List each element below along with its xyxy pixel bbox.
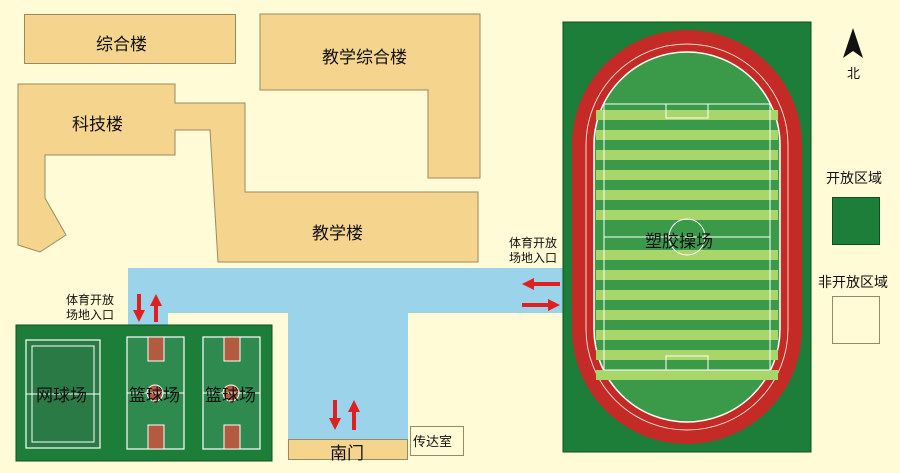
- closed-legend-label: 非开放区域: [818, 275, 888, 291]
- jiaoxue-zonghe-building: [259, 13, 481, 179]
- open-legend-swatch: [832, 197, 880, 245]
- west-entrance-label: 体育开放场地入口: [65, 293, 114, 322]
- keji-jiaoxue-building: [17, 83, 479, 263]
- track-label: 塑胶操场: [645, 232, 713, 252]
- chuanda-label: 传达室: [413, 435, 453, 450]
- north-label: 北: [847, 67, 861, 82]
- basketball-2-label: 篮球场: [205, 386, 256, 406]
- closed-legend-swatch: [832, 296, 880, 344]
- chuanda-box: [410, 426, 464, 456]
- basketball-1-label: 篮球场: [129, 386, 180, 406]
- jiaoxue-label: 教学楼: [312, 224, 363, 244]
- keji-label: 科技楼: [72, 115, 123, 135]
- arrow-icon: [133, 278, 560, 430]
- zonghe-building: [24, 14, 236, 64]
- jiaoxue-zonghe-label: 教学综合楼: [322, 48, 407, 68]
- east-entrance-label: 体育开放场地入口: [508, 236, 557, 265]
- south-gate-box: [288, 439, 408, 460]
- road-horizontal: [128, 268, 566, 313]
- south-gate-label: 南门: [330, 444, 364, 464]
- tennis-label: 网球场: [36, 386, 87, 406]
- open-legend-label: 开放区域: [826, 171, 882, 187]
- road-west-stub: [128, 268, 168, 326]
- road-vertical: [288, 313, 408, 439]
- north-arrow-icon: [843, 28, 863, 58]
- zonghe-label: 综合楼: [96, 35, 147, 55]
